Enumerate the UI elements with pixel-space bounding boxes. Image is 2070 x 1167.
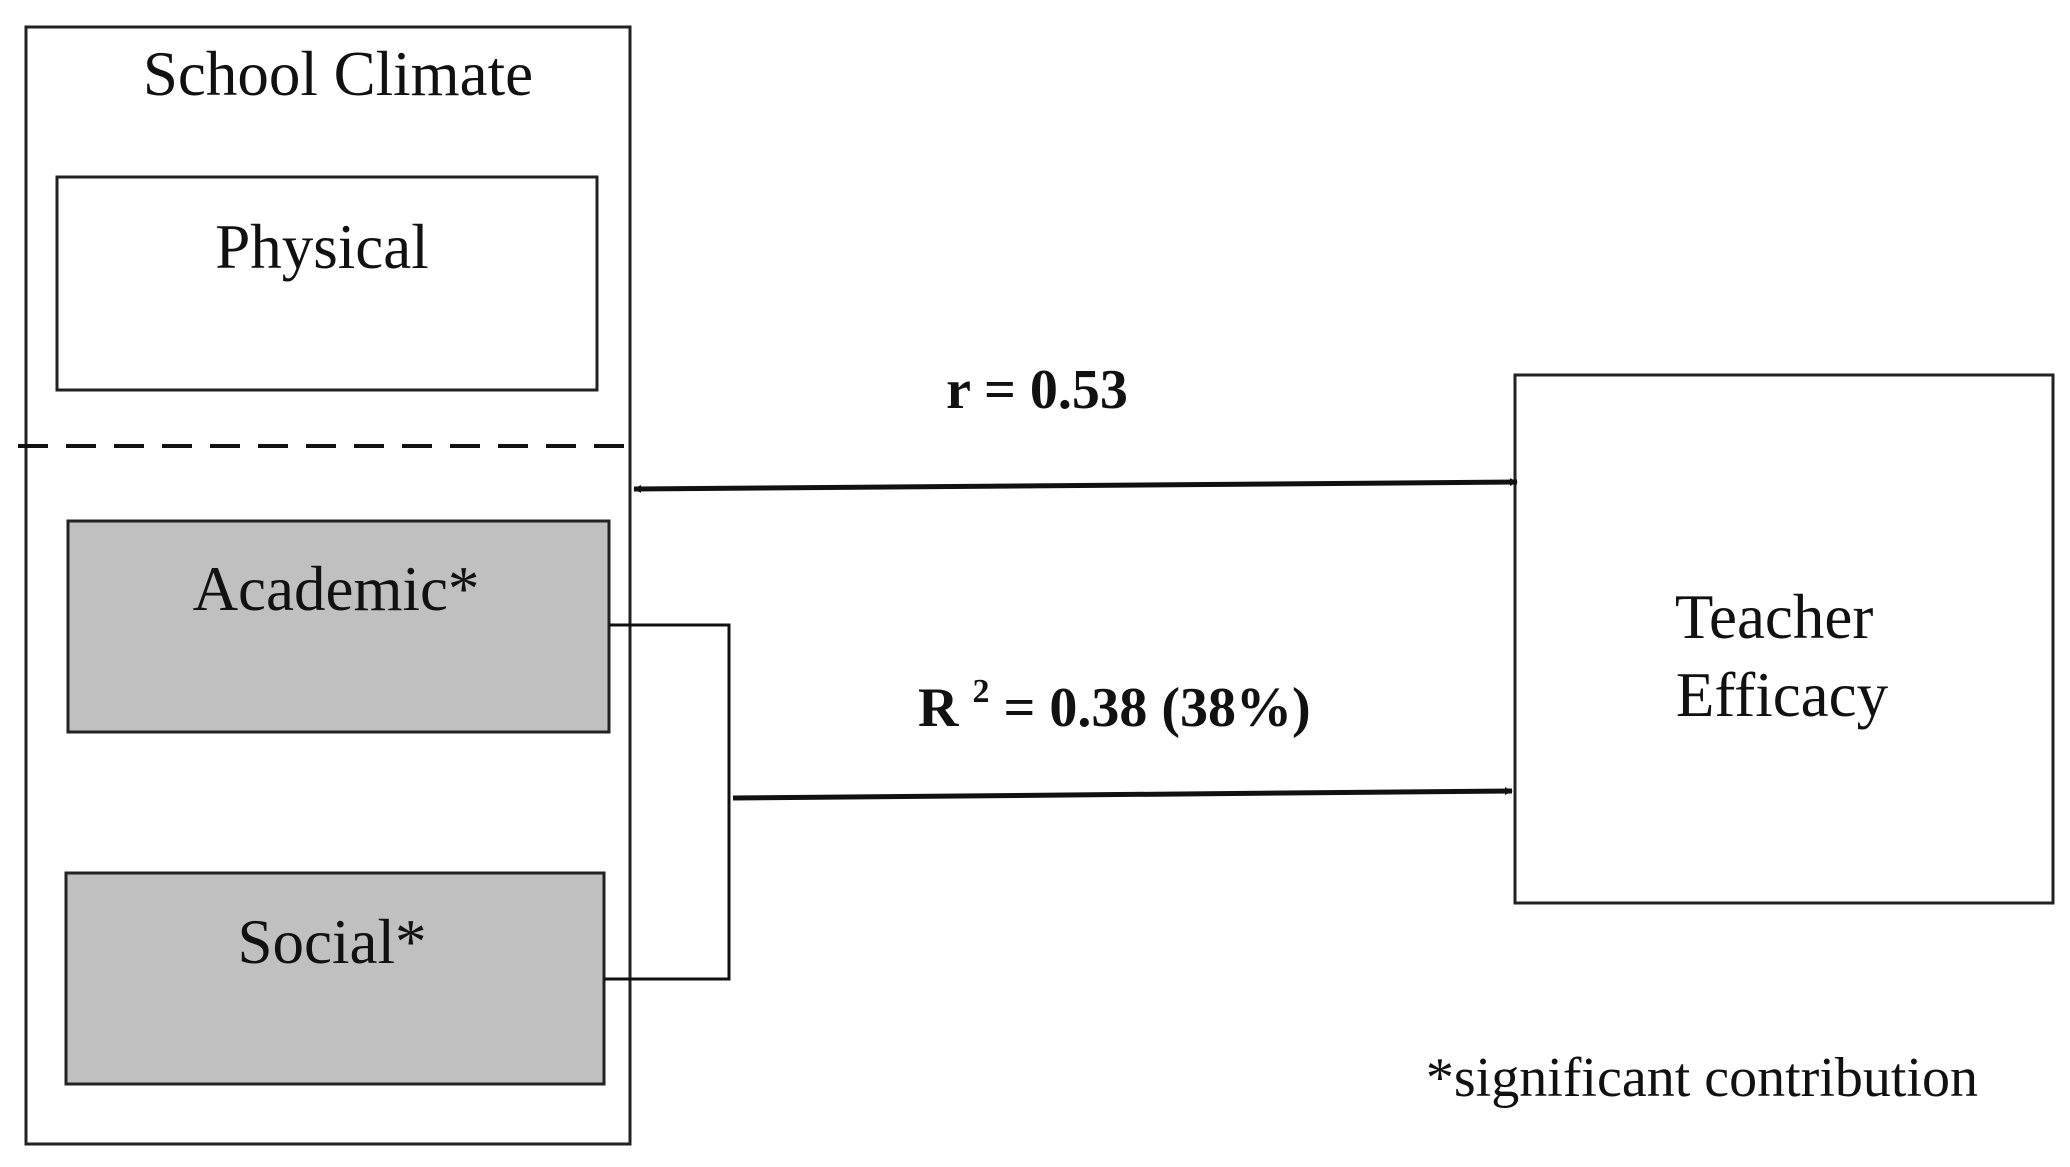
teacher-efficacy-box <box>1513 373 2055 905</box>
school-climate-title: School Climate <box>143 39 533 109</box>
significance-footnote: *significant contribution <box>1426 1047 1978 1109</box>
r-squared-superscript: 2 <box>972 673 989 710</box>
correlation-label: r = 0.53 <box>946 359 1128 421</box>
social-box <box>64 871 606 1086</box>
academic-label: Academic* <box>193 554 480 624</box>
r-squared-prefix: R <box>918 677 959 739</box>
correlation-arrow <box>633 478 1518 493</box>
academic-box <box>66 519 611 734</box>
r-squared-label: R 2 = 0.38 (38%) <box>918 653 1311 739</box>
teacher-efficacy-line1: Teacher <box>1675 582 1873 652</box>
r-squared-suffix: = 0.38 (38%) <box>1003 677 1310 739</box>
physical-box <box>55 175 599 392</box>
social-label: Social* <box>238 907 427 977</box>
physical-label: Physical <box>215 212 429 282</box>
teacher-efficacy-line2: Efficacy <box>1676 660 1889 730</box>
regression-arrow <box>732 787 1513 801</box>
teacher-efficacy-label: Teacher Efficacy <box>1675 582 1889 730</box>
predictor-bracket <box>604 623 731 981</box>
